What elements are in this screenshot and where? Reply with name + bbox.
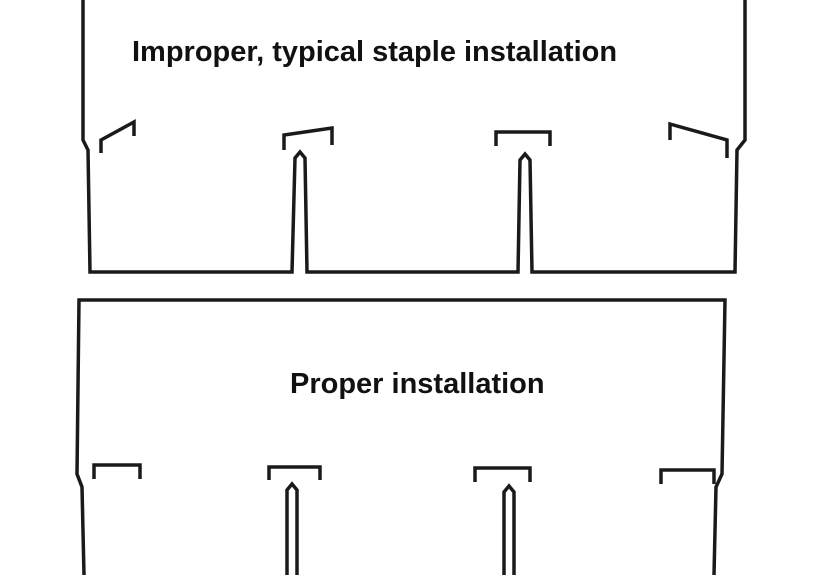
proper-staple-1 <box>92 463 142 479</box>
proper-shingle-outline <box>75 298 727 575</box>
improper-panel-title: Improper, typical staple installation <box>132 36 617 68</box>
proper-cutout-1 <box>285 481 299 575</box>
improper-shingle-outline <box>81 0 747 274</box>
improper-staple-3 <box>494 130 552 146</box>
improper-staple-2 <box>282 125 334 150</box>
proper-panel-title: Proper installation <box>290 368 545 400</box>
proper-staple-4 <box>659 468 716 484</box>
proper-staple-2 <box>267 465 322 480</box>
proper-installation-panel: Proper installation <box>75 298 727 575</box>
proper-staple-3 <box>473 466 532 482</box>
improper-installation-panel: Improper, typical staple installation <box>81 0 747 274</box>
improper-staple-1 <box>99 119 136 153</box>
proper-cutout-2 <box>502 483 516 575</box>
improper-staple-4 <box>668 121 729 158</box>
